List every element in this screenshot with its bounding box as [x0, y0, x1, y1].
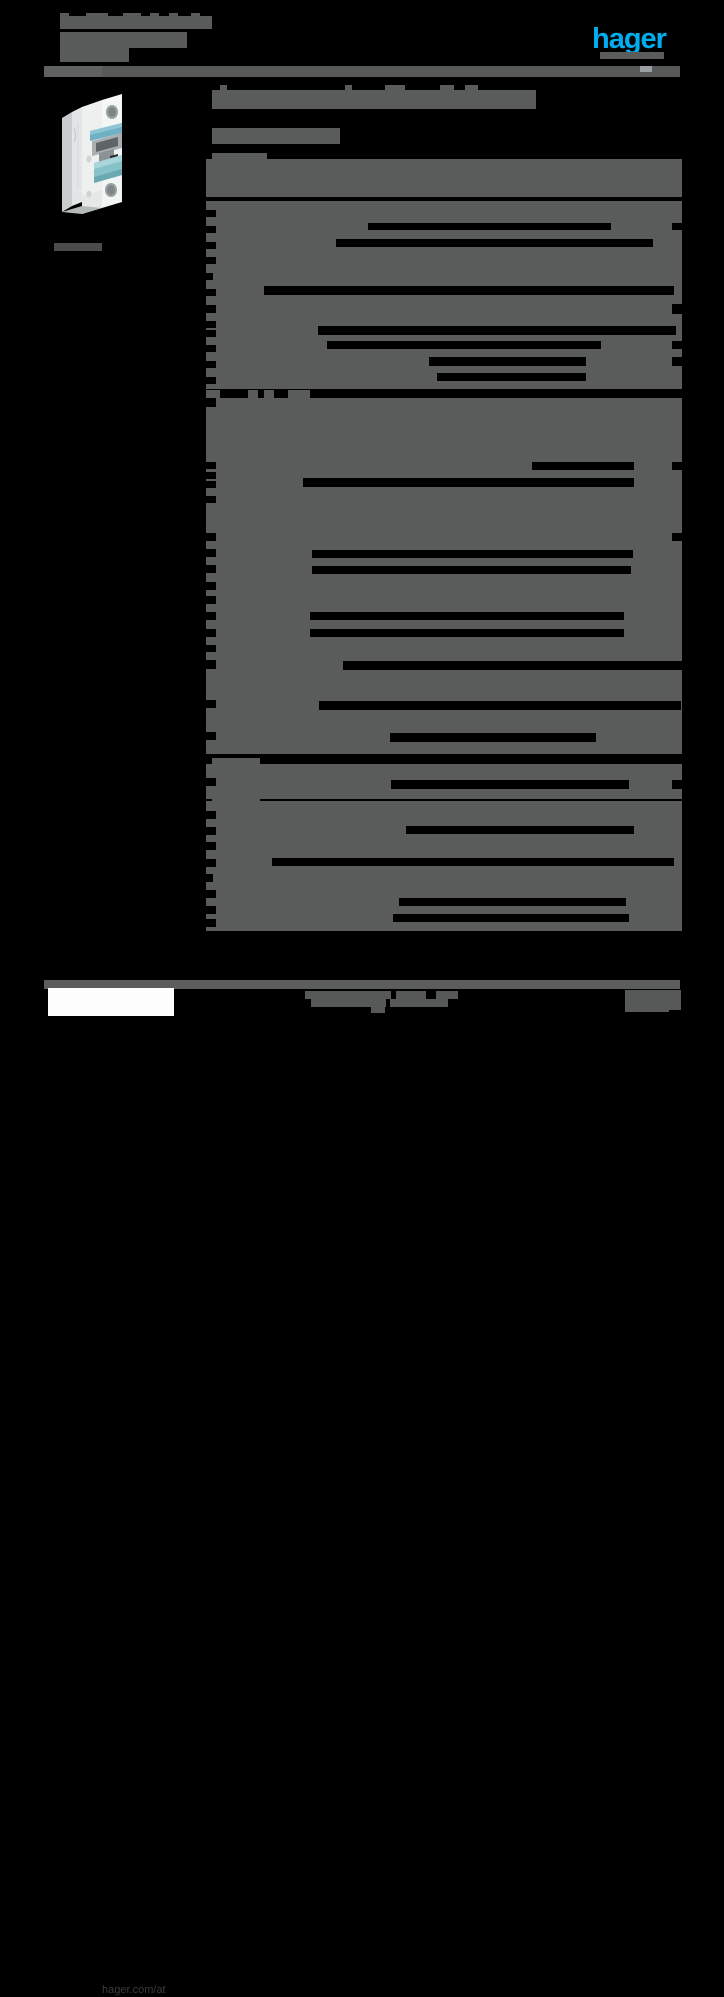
- header-title-line-3: [60, 48, 129, 62]
- header-title-line-1-cap-f: [191, 13, 200, 18]
- sub-section-marker-a: [206, 390, 220, 398]
- footer-center-text-a: [305, 991, 391, 999]
- page-title-ascender-c: [385, 85, 405, 91]
- sub-section-marker-b: [248, 390, 258, 398]
- value-gap: [327, 341, 601, 349]
- value-gap: [406, 826, 634, 834]
- value-gap: [437, 373, 586, 381]
- value-gap: [264, 286, 674, 295]
- value-gap: [312, 566, 631, 574]
- page-subtitle: [212, 128, 340, 144]
- value-gap: [310, 612, 624, 620]
- footer-url[interactable]: hager.com/at: [102, 1984, 166, 1996]
- header-title-line-1-cap-e: [169, 13, 178, 18]
- section-header-bar: [206, 159, 682, 197]
- page-header: hager: [0, 0, 724, 80]
- footer-center-text-c: [436, 991, 458, 999]
- sub-section-marker-c: [264, 390, 274, 398]
- value-gap: [390, 733, 596, 742]
- product-image-caption: [54, 243, 102, 251]
- page-title-ascender-a: [220, 85, 227, 91]
- spec-section-4: [206, 801, 682, 931]
- hager-logo: hager: [592, 23, 667, 55]
- footer-center-text-d: [311, 999, 386, 1007]
- value-gap: [319, 701, 681, 710]
- page-title-ascender-d: [440, 85, 454, 91]
- footer-center-text-b: [396, 991, 426, 999]
- value-gap: [532, 462, 634, 470]
- value-gap: [272, 858, 674, 866]
- header-title-line-1-cap-d: [150, 13, 159, 18]
- footer-rule: [44, 980, 680, 989]
- header-title-line-1-cap-c: [123, 13, 141, 18]
- value-gap: [399, 898, 626, 906]
- value-gap: [318, 326, 676, 335]
- footer-url-box[interactable]: hager.com/at: [48, 988, 174, 1996]
- header-rule: [44, 66, 680, 77]
- header-title-line-1: [60, 16, 212, 29]
- header-rule-cap: [44, 66, 102, 77]
- product-image: [44, 84, 194, 234]
- value-gap: [312, 550, 633, 558]
- spec-section-4-cap: [212, 795, 260, 801]
- value-gap: [303, 478, 634, 487]
- spec-section-2: [206, 398, 682, 754]
- header-title-line-1-cap-b: [86, 13, 108, 18]
- section-header-bar-cap: [212, 153, 267, 159]
- value-gap: [310, 629, 624, 637]
- circuit-breaker-illustration: [62, 94, 122, 214]
- page-title-ascender-b: [345, 85, 352, 91]
- value-gap: [393, 914, 629, 922]
- value-gap: [343, 661, 682, 670]
- hager-logo-tagline: [600, 52, 664, 59]
- value-gap: [336, 239, 653, 247]
- value-gap: [391, 780, 629, 789]
- footer-center-text-e: [390, 999, 448, 1007]
- spec-section-3-cap: [212, 758, 260, 764]
- footer-page-number-tail: [625, 1003, 669, 1012]
- header-title-line-1-cap-a: [60, 13, 69, 18]
- value-gap: [429, 357, 586, 366]
- value-gap: [368, 223, 611, 230]
- header-rule-notch: [640, 66, 652, 72]
- page-title-ascender-e: [465, 85, 478, 91]
- page-title: [212, 90, 536, 109]
- spec-section-1: [206, 201, 682, 389]
- sub-section-marker-d: [288, 390, 310, 398]
- header-title-line-2: [60, 32, 187, 48]
- footer-center-text-f: [371, 1007, 385, 1013]
- spec-section-3: [206, 764, 682, 799]
